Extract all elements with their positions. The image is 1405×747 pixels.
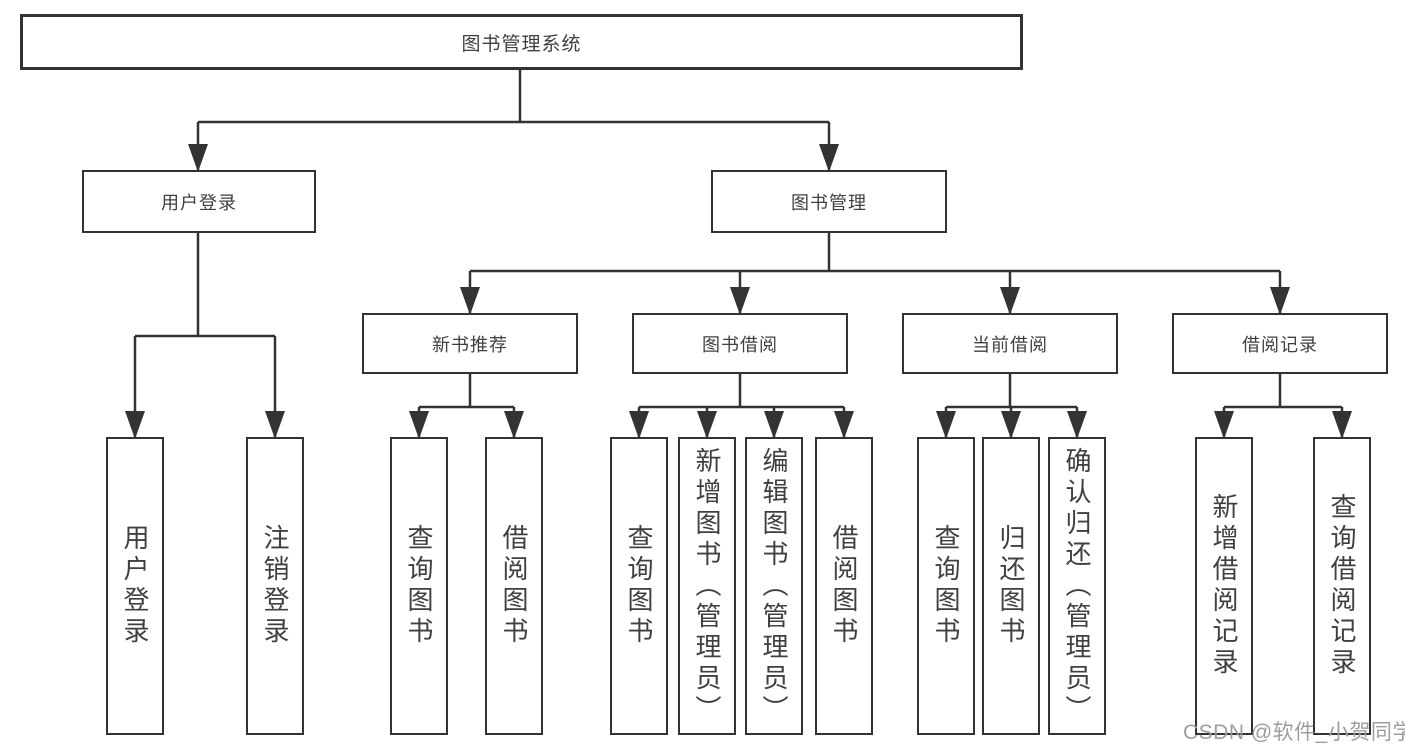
node-label: 借阅图书 [499, 524, 529, 648]
arrow-down-icon [697, 411, 717, 439]
arrow-down-icon [409, 411, 429, 439]
leaf-edit-books-admin: 编辑图书（管理员） [745, 437, 803, 735]
csdn-watermark: CSDN @软件_小贺同学 [1183, 721, 1405, 744]
node-new-book-recommend: 新书推荐 [362, 313, 578, 374]
arrow-down-icon [629, 411, 649, 439]
node-label: 借阅图书 [829, 524, 859, 648]
node-borrow-records: 借阅记录 [1172, 313, 1388, 374]
node-label: 图书管理系统 [461, 33, 582, 55]
arrow-down-icon [265, 411, 285, 439]
node-user-login: 用户登录 [82, 170, 316, 233]
arrow-down-icon [1270, 287, 1290, 315]
node-book-management-system: 图书管理系统 [20, 14, 1023, 70]
leaf-query-books-current: 查询图书 [917, 437, 975, 735]
arrow-down-icon [730, 287, 750, 315]
node-label: 查询图书 [624, 524, 654, 648]
node-label: 新增借阅记录 [1209, 493, 1239, 679]
node-label: 查询图书 [404, 524, 434, 648]
leaf-query-borrow-record: 查询借阅记录 [1313, 437, 1371, 735]
node-label: 归还图书 [996, 524, 1026, 648]
arrow-down-icon [834, 411, 854, 439]
connector-book-management-children [460, 233, 1290, 315]
node-label: 注销登录 [260, 524, 290, 648]
node-label: 图书借阅 [702, 334, 778, 355]
arrow-down-icon [1001, 411, 1021, 439]
connector-current-borrow-children [936, 374, 1087, 439]
node-label: 新书推荐 [432, 334, 508, 355]
arrow-down-icon [936, 411, 956, 439]
node-label: 确认归还（管理员） [1062, 446, 1092, 726]
leaf-borrow-books: 借阅图书 [815, 437, 873, 735]
leaf-user-login: 用户登录 [106, 437, 164, 735]
leaf-logout: 注销登录 [246, 437, 304, 735]
arrow-down-icon [1000, 287, 1020, 315]
leaf-confirm-return-admin: 确认归还（管理员） [1048, 437, 1106, 735]
leaf-add-borrow-record: 新增借阅记录 [1195, 437, 1253, 735]
node-label: 当前借阅 [972, 334, 1048, 355]
connector-new-book-recommend-children [409, 374, 524, 439]
arrow-down-icon [504, 411, 524, 439]
arrow-down-icon [188, 144, 208, 172]
node-current-borrow: 当前借阅 [902, 313, 1118, 374]
connector-borrow-records-children [1214, 374, 1352, 439]
node-book-borrow: 图书借阅 [632, 313, 848, 374]
connector-user-login-children [125, 233, 285, 439]
arrow-down-icon [1214, 411, 1234, 439]
leaf-add-books-admin: 新增图书（管理员） [678, 437, 736, 735]
arrow-down-icon [764, 411, 784, 439]
node-label: 用户登录 [120, 524, 150, 648]
arrow-down-icon [819, 144, 839, 172]
connector-root-to-level2 [188, 70, 839, 172]
node-label: 借阅记录 [1242, 334, 1318, 355]
leaf-query-books-recommend: 查询图书 [390, 437, 448, 735]
leaf-return-books: 归还图书 [982, 437, 1040, 735]
connector-book-borrow-children [629, 374, 854, 439]
arrow-down-icon [1332, 411, 1352, 439]
node-label: 用户登录 [161, 192, 237, 213]
node-label: 图书管理 [791, 192, 867, 213]
arrow-down-icon [1067, 411, 1087, 439]
leaf-query-books-borrow: 查询图书 [610, 437, 668, 735]
arrow-down-icon [460, 287, 480, 315]
leaf-borrow-books-recommend: 借阅图书 [485, 437, 543, 735]
node-label: 查询借阅记录 [1327, 493, 1357, 679]
node-label: 查询图书 [931, 524, 961, 648]
node-book-management: 图书管理 [711, 170, 947, 233]
arrow-down-icon [125, 411, 145, 439]
node-label: 编辑图书（管理员） [759, 446, 789, 726]
node-label: 新增图书（管理员） [692, 446, 722, 726]
